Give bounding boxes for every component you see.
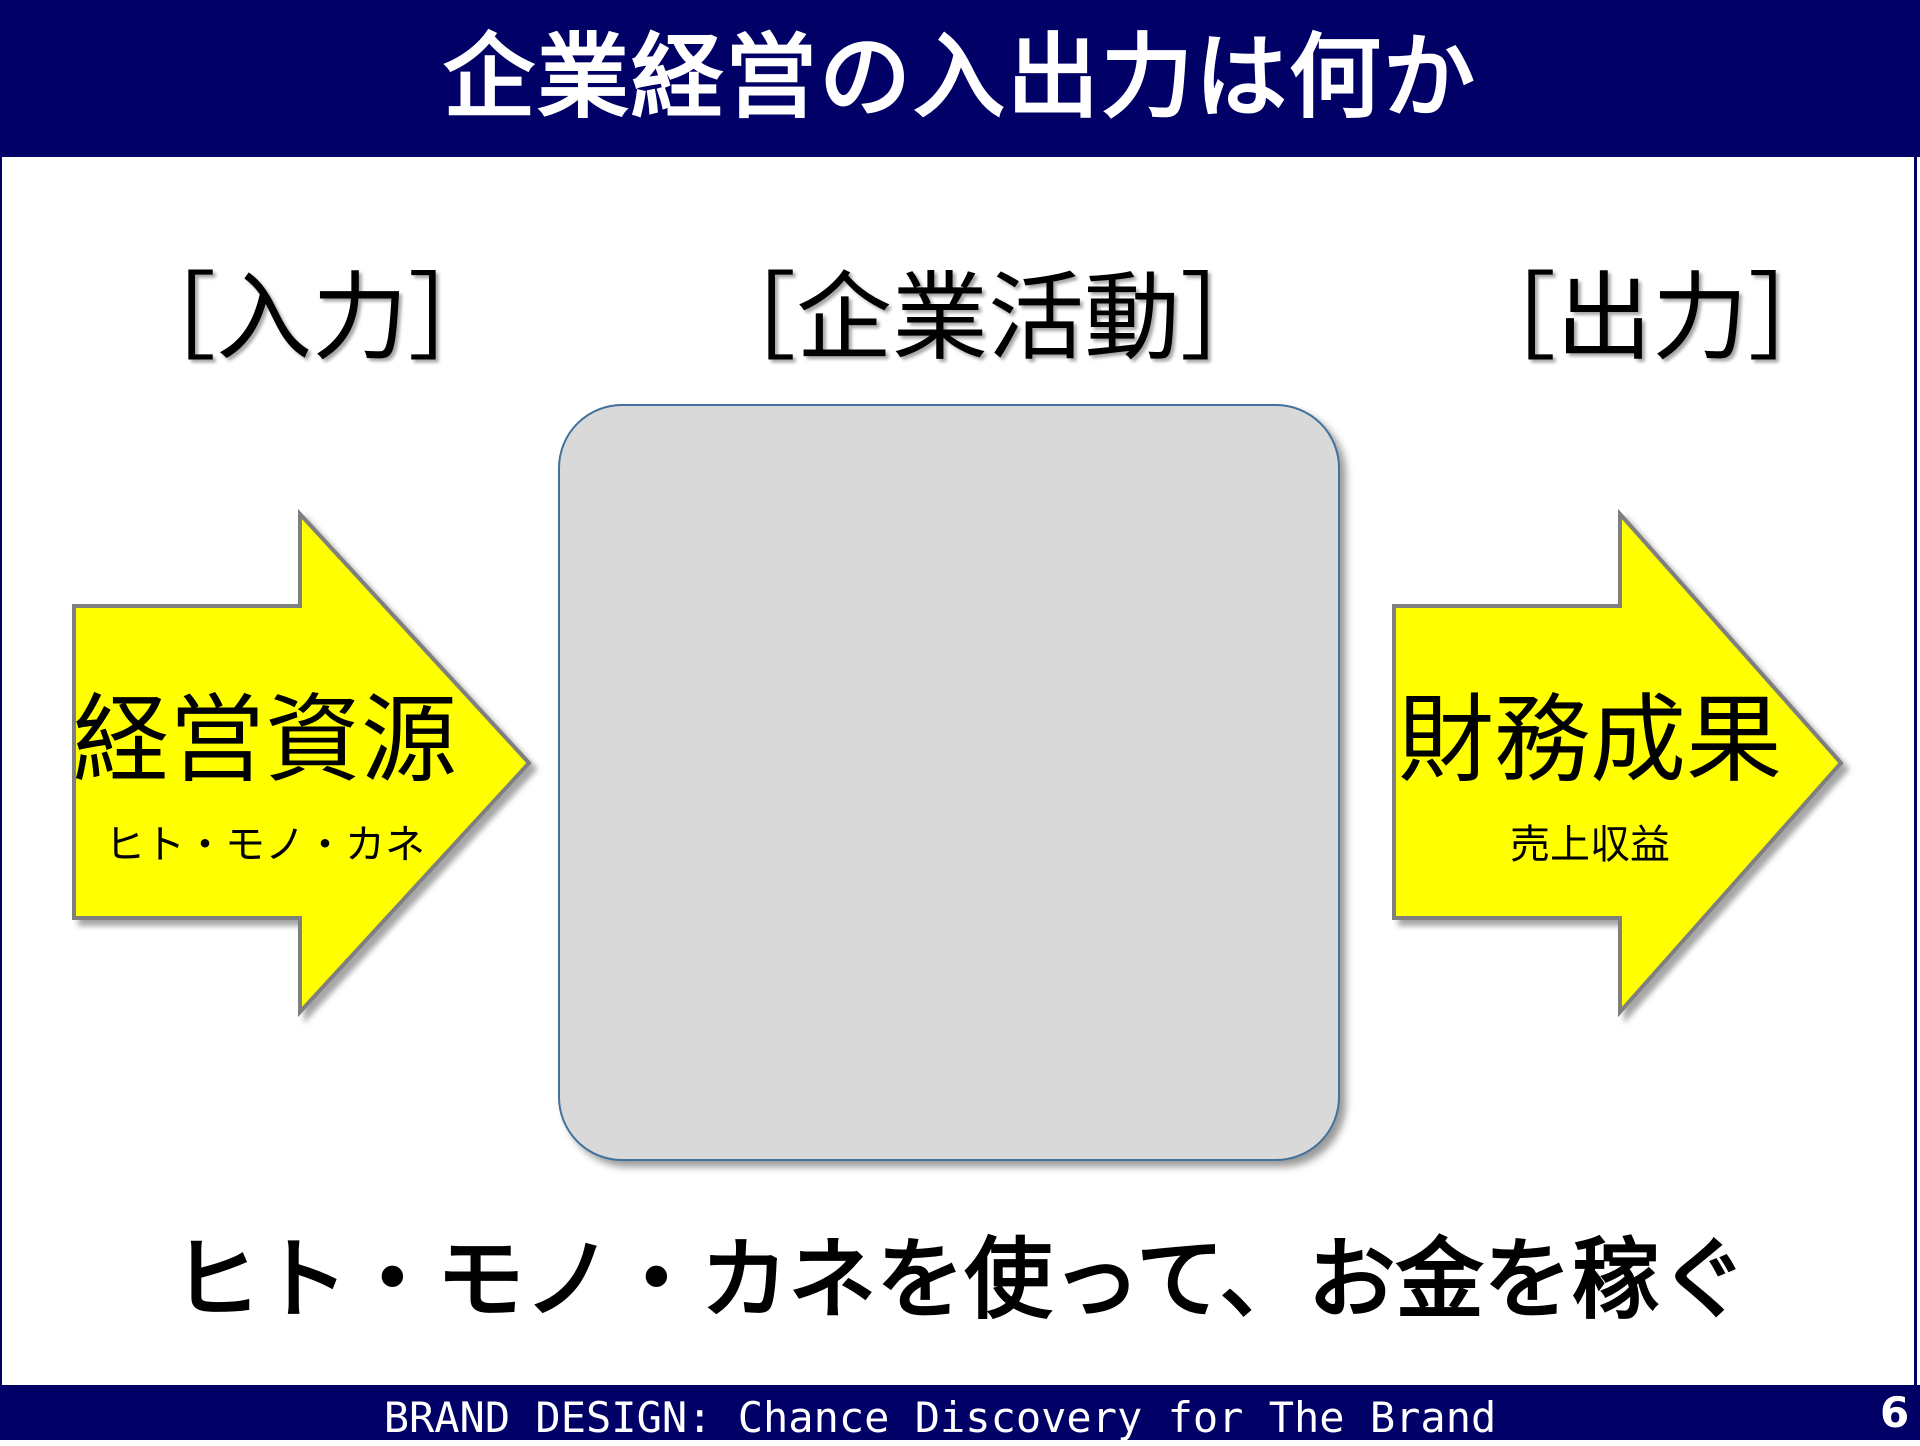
activity-section-label: ［企業活動］: [700, 262, 1276, 374]
output-arrow-subtitle: 売上収益: [1510, 822, 1670, 868]
output-arrow-title: 財務成果: [1398, 684, 1782, 796]
footer-bar: [0, 1385, 1920, 1440]
input-arrow-subtitle: ヒト・モノ・カネ: [105, 822, 425, 868]
input-arrow-title: 経営資源: [73, 684, 457, 796]
output-section-label: ［出力］: [1460, 262, 1844, 374]
slide-frame: [0, 157, 1917, 1385]
corporate-activity-box: [558, 404, 1340, 1161]
output-arrow: [1392, 508, 1844, 1018]
output-arrow-shape: [1392, 508, 1844, 1018]
slide-title: 企業経営の入出力は何か: [442, 24, 1477, 131]
page-number: 6: [1880, 1388, 1910, 1437]
input-section-label: ［入力］: [120, 262, 504, 374]
input-arrow-shape: [72, 508, 532, 1018]
header-bar: [0, 0, 1920, 157]
footer-text: BRAND DESIGN: Chance Discovery for The B…: [383, 1393, 1497, 1442]
input-arrow: [72, 508, 532, 1018]
slide-tagline: ヒト・モノ・カネを使って、お金を稼ぐ: [172, 1228, 1748, 1331]
